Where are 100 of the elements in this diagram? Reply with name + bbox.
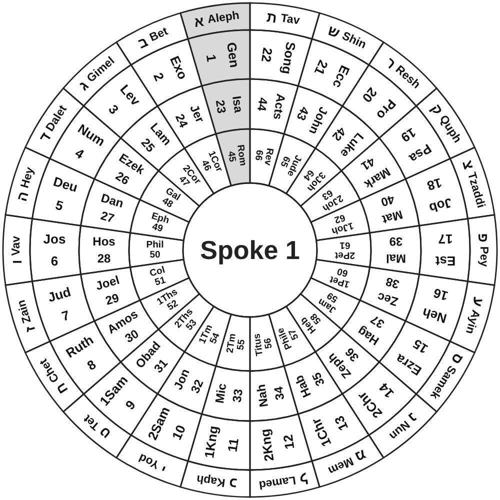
- book-number: 9: [122, 397, 138, 413]
- book-number: 61: [340, 240, 350, 250]
- book-number: 6: [50, 254, 58, 268]
- hebrew-letter: ת: [266, 8, 278, 26]
- book-name: 2Pet: [334, 250, 356, 260]
- book-number: 23: [212, 99, 229, 114]
- hebrew-letter: ס: [448, 350, 467, 368]
- letter-sector: [2, 214, 33, 286]
- book-number: 51: [154, 274, 167, 288]
- book-number: 27: [99, 208, 116, 226]
- book-number: 60: [336, 265, 350, 279]
- hebrew-letter: ה: [13, 189, 32, 204]
- hebrew-letter: א: [193, 12, 205, 30]
- letter-name: Ayin: [463, 308, 482, 336]
- book-name: Jos: [43, 232, 66, 246]
- spoke-label: Spoke 1: [200, 235, 300, 265]
- hebrew-letter: ז: [21, 324, 38, 334]
- book-number: 43: [294, 104, 312, 123]
- letter-name: Shin: [340, 30, 368, 52]
- book-number: 29: [104, 290, 121, 308]
- book-sector: [418, 218, 471, 282]
- book-name: Exo: [167, 54, 191, 82]
- book-number: 62: [333, 212, 346, 226]
- book-name: Dan: [99, 190, 126, 211]
- book-name: Acts: [270, 92, 288, 121]
- book-number: 21: [311, 58, 332, 78]
- book-number: 55: [235, 338, 248, 351]
- book-sector: [201, 78, 251, 135]
- book-number: 33: [230, 388, 246, 404]
- hebrew-letter: ב: [135, 33, 150, 52]
- hebrew-letter: ש: [325, 22, 342, 42]
- letter-sector: [180, 460, 251, 498]
- hebrew-letter: ל: [298, 470, 309, 487]
- book-number: 45: [225, 150, 238, 163]
- letter-sector: [249, 2, 320, 40]
- book-number: 56: [262, 337, 275, 350]
- hebrew-letter: צ: [459, 158, 478, 172]
- book-name: Est: [435, 254, 456, 268]
- book-number: 50: [150, 250, 160, 260]
- book-sector: [249, 29, 313, 87]
- book-number: 38: [384, 274, 401, 292]
- letter-name: Yod: [137, 450, 162, 470]
- letter-sector: [467, 214, 498, 286]
- book-number: 17: [438, 232, 453, 246]
- letter-name: Pey: [478, 246, 490, 267]
- letter-name: Tet: [82, 412, 102, 432]
- book-number: 26: [113, 168, 132, 188]
- hebrew-letter: ו: [8, 260, 24, 264]
- book-name: Ecc: [330, 63, 353, 90]
- book-number: 40: [379, 192, 396, 210]
- letter-name: Lamed: [258, 473, 296, 491]
- book-name: Phil: [146, 240, 164, 250]
- book-number: 12: [280, 434, 298, 450]
- letter-name: Vav: [10, 236, 22, 256]
- book-number: 39: [389, 234, 403, 248]
- book-name: Neh: [420, 304, 448, 326]
- book-sector: [128, 232, 184, 268]
- book-number: 49: [150, 221, 164, 235]
- book-sector: [187, 413, 251, 471]
- book-name: Isa: [230, 95, 246, 114]
- book-number: 1: [203, 53, 220, 63]
- book-name: 1Kng: [202, 424, 222, 460]
- letter-name: Tav: [280, 12, 300, 28]
- hebrew-letter: ע: [469, 296, 487, 308]
- hebrew-letter: כ: [228, 474, 238, 492]
- book-number: 16: [432, 285, 450, 304]
- hebrew-letter: י: [159, 459, 170, 476]
- book-name: Gen: [224, 41, 242, 68]
- book-number: 44: [254, 96, 270, 112]
- book-number: 41: [358, 154, 378, 174]
- letter-name: Nun: [386, 418, 412, 442]
- letter-name: Zain: [16, 298, 34, 324]
- book-name: Hos: [92, 234, 116, 248]
- book-number: 37: [368, 312, 387, 332]
- book-number: 28: [97, 252, 111, 266]
- book-number: 35: [309, 370, 328, 388]
- book-sector: [369, 224, 422, 276]
- letter-name: Hey: [19, 166, 37, 190]
- book-name: Job: [427, 195, 454, 216]
- book-name: 2Kng: [257, 428, 277, 462]
- book-name: Jud: [46, 284, 73, 305]
- book-name: Nah: [254, 384, 271, 408]
- hebrew-letter: מ: [352, 446, 369, 466]
- book-name: Joel: [94, 272, 121, 294]
- letter-name: Mem: [326, 454, 355, 476]
- book-name: Mic: [212, 382, 230, 404]
- book-name: Zec: [376, 290, 400, 309]
- hebrew-letter: פ: [476, 233, 492, 242]
- letter-name: Aleph: [206, 10, 240, 26]
- letter-name: Kaph: [196, 472, 226, 488]
- book-name: Deu: [52, 174, 80, 196]
- book-number: 22: [258, 46, 276, 64]
- book-name: Mat: [380, 207, 404, 227]
- book-number: 11: [224, 437, 242, 453]
- book-sector: [78, 224, 131, 276]
- book-number: 7: [60, 307, 72, 324]
- book-number: 34: [271, 386, 288, 401]
- book-number: 5: [54, 197, 65, 214]
- book-number: 2: [150, 70, 168, 84]
- letter-name: Bet: [148, 26, 170, 44]
